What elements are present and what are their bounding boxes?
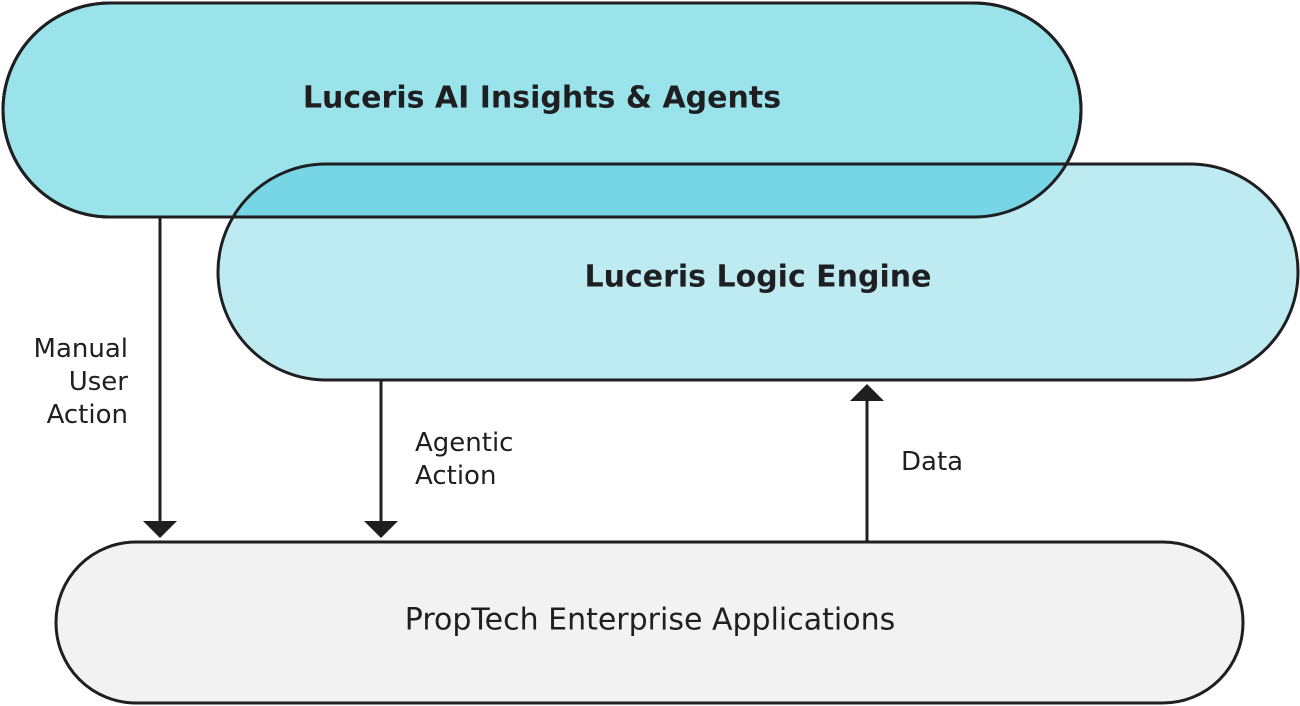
logic-engine-outline xyxy=(216,162,1300,382)
manual-action-arrowhead xyxy=(143,521,177,538)
logic-engine-title: Luceris Logic Engine xyxy=(584,260,931,295)
agentic-action-label-line-2: Action xyxy=(415,461,496,491)
ai-insights-outline xyxy=(1,1,1083,219)
manual-action-label-line-2: User xyxy=(69,367,129,397)
manual-action-label-line-3: Action xyxy=(47,400,128,430)
agentic-action-arrowhead xyxy=(364,521,398,538)
data-arrowhead xyxy=(850,384,884,401)
ai-insights-title: Luceris AI Insights & Agents xyxy=(303,81,781,116)
manual-action-label-line-1: Manual xyxy=(34,334,128,364)
data-label: Data xyxy=(901,447,963,477)
agentic-action-label-line-1: Agentic xyxy=(415,428,513,458)
enterprise-apps-title: PropTech Enterprise Applications xyxy=(405,603,895,638)
enterprise-apps-layer xyxy=(54,540,1245,705)
